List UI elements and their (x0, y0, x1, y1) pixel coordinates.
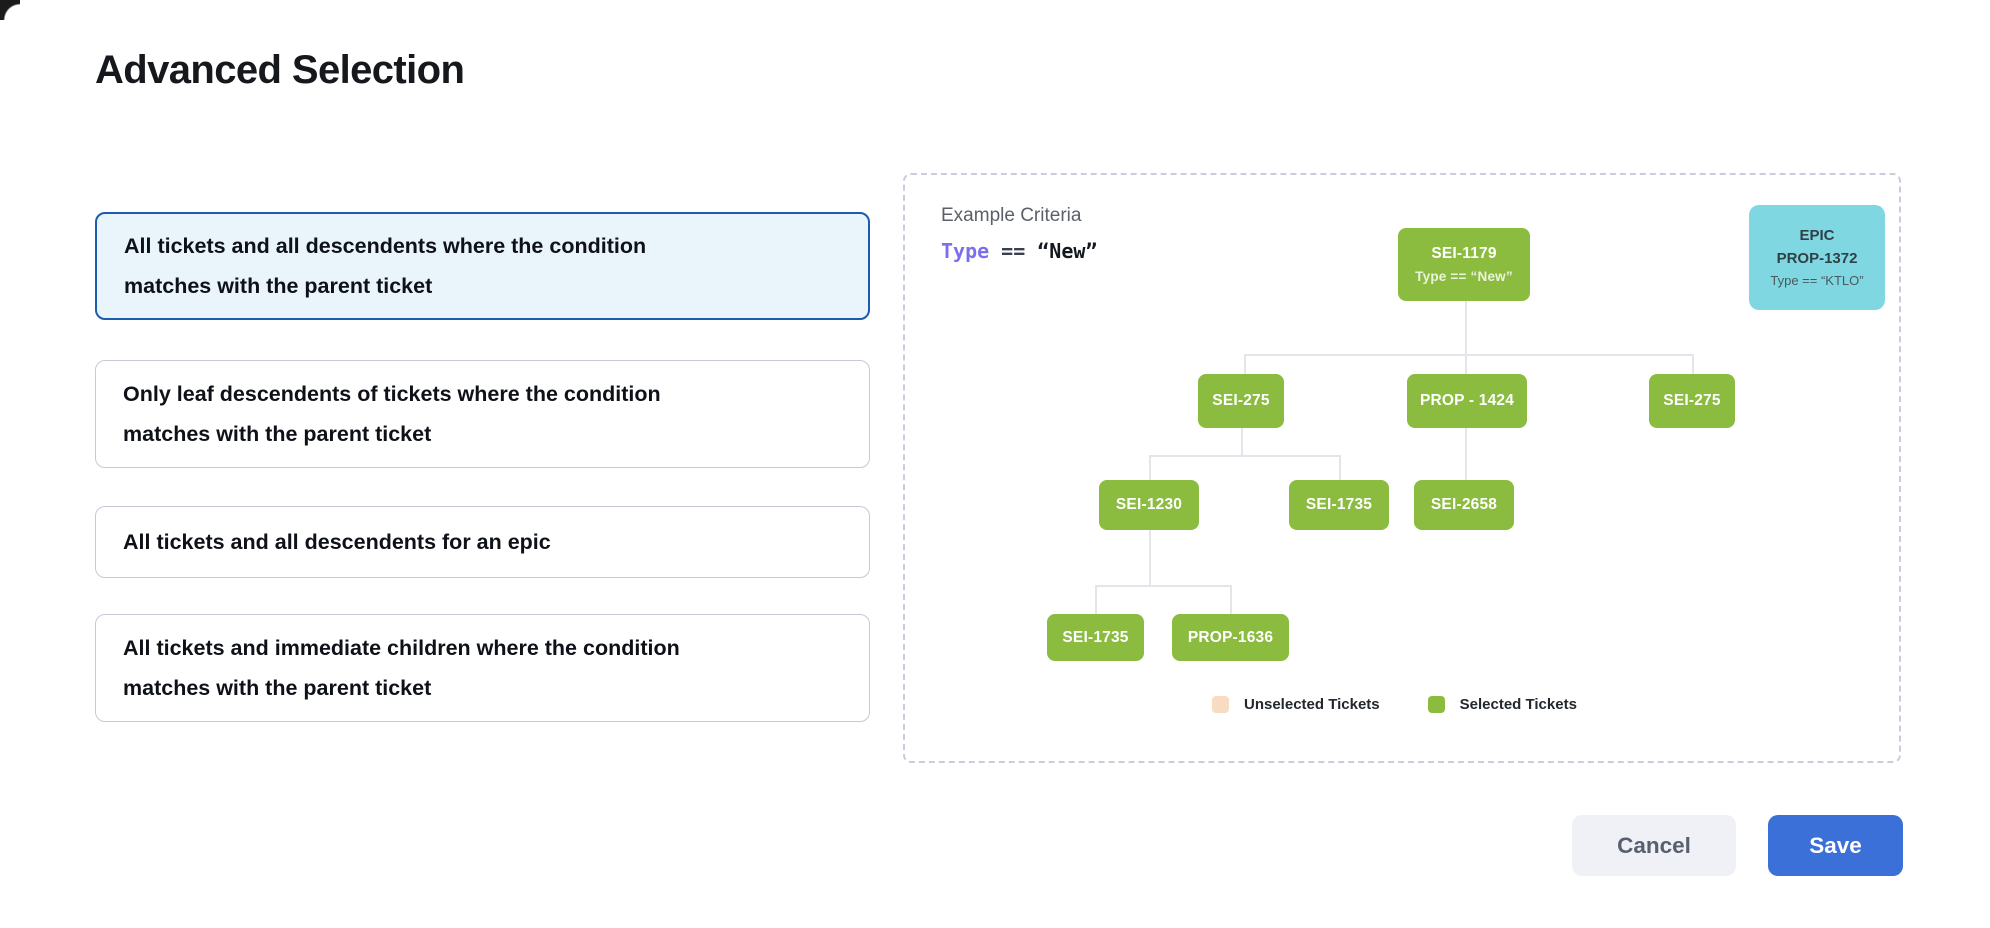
ticket-id: SEI-1230 (1115, 496, 1183, 513)
option-label: All tickets and all descendents for an e… (123, 530, 551, 554)
ticket-node: SEI-275 (1198, 374, 1284, 428)
ticket-id: SEI-275 (1212, 392, 1270, 409)
tree-connector (1339, 455, 1341, 480)
tree-connector (1465, 354, 1467, 374)
legend: Unselected Tickets Selected Tickets (1212, 696, 1577, 713)
epic-card: EPIC PROP-1372 Type == “KTLO” (1749, 205, 1885, 310)
tree-connector (1149, 455, 1151, 480)
tree-connector (1230, 585, 1232, 614)
save-button[interactable]: Save (1768, 815, 1903, 876)
tree-connector (1465, 301, 1467, 354)
criteria-operator: == (1001, 239, 1026, 263)
tree-connector (1244, 354, 1246, 374)
ticket-node: PROP - 1424 (1407, 374, 1527, 428)
tree-connector (1149, 530, 1151, 585)
legend-item-selected: Selected Tickets (1427, 696, 1577, 713)
ticket-id: SEI-2658 (1430, 496, 1498, 513)
option-label: Only leaf descendents of tickets where t… (123, 382, 661, 446)
tree-connector (1465, 428, 1467, 480)
ticket-node: PROP-1636 (1172, 614, 1289, 661)
criteria-expression: Type == “New” (941, 239, 1097, 263)
ticket-id: SEI-1735 (1305, 496, 1373, 513)
legend-item-unselected: Unselected Tickets (1212, 696, 1380, 713)
ticket-id: SEI-1179 (1431, 245, 1497, 262)
option-all-descendents-condition[interactable]: All tickets and all descendents where th… (95, 212, 870, 320)
page-title: Advanced Selection (95, 48, 465, 92)
ticket-id: SEI-275 (1663, 392, 1721, 409)
ticket-condition: Type == “New” (1415, 269, 1513, 284)
unselected-tickets-swatch (1212, 696, 1229, 713)
modal-rounded-corner (0, 0, 20, 20)
selection-options-list: All tickets and all descendents where th… (95, 212, 870, 722)
ticket-id: SEI-1735 (1062, 628, 1129, 646)
tree-connector (1692, 354, 1694, 374)
example-criteria-panel: Example Criteria Type == “New” EPIC PROP-1… (903, 173, 1901, 763)
option-leaf-descendents-condition[interactable]: Only leaf descendents of tickets where t… (95, 360, 870, 468)
criteria-value: “New” (1037, 239, 1098, 263)
ticket-node: SEI-1735 (1289, 480, 1389, 530)
criteria-field: Type (941, 239, 990, 263)
option-label: All tickets and immediate children where… (123, 636, 680, 700)
tree-connector (1244, 354, 1694, 356)
ticket-node: SEI-2658 (1414, 480, 1514, 530)
option-all-descendents-epic[interactable]: All tickets and all descendents for an e… (95, 506, 870, 578)
selected-tickets-swatch (1427, 696, 1445, 713)
tree-connector (1095, 585, 1230, 587)
cancel-button[interactable]: Cancel (1572, 815, 1736, 876)
ticket-node-root: SEI-1179 Type == “New” (1398, 228, 1530, 301)
epic-ticket-id: PROP-1372 (1776, 250, 1858, 267)
ticket-node: SEI-1230 (1099, 480, 1199, 530)
ticket-id: PROP-1636 (1187, 628, 1274, 646)
ticket-node: SEI-275 (1649, 374, 1735, 428)
example-criteria-heading: Example Criteria (941, 205, 1082, 226)
option-immediate-children-condition[interactable]: All tickets and immediate children where… (95, 614, 870, 722)
epic-type-label: EPIC (1799, 227, 1835, 244)
tree-connector (1241, 428, 1243, 455)
epic-condition: Type == “KTLO” (1770, 273, 1864, 288)
tree-connector (1095, 585, 1097, 614)
option-label: All tickets and all descendents where th… (124, 234, 647, 298)
ticket-node: SEI-1735 (1047, 614, 1144, 661)
legend-label: Selected Tickets (1459, 696, 1577, 713)
tree-connector (1149, 455, 1339, 457)
ticket-id: PROP - 1424 (1419, 392, 1515, 409)
legend-label: Unselected Tickets (1244, 696, 1380, 713)
